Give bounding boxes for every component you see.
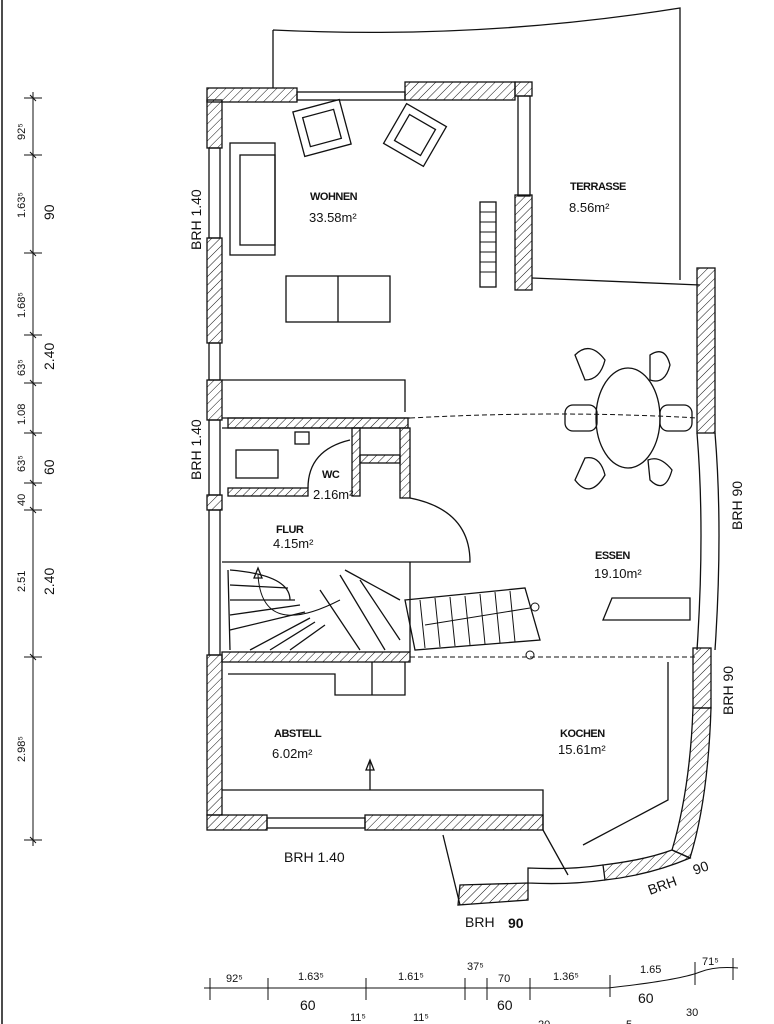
dimension-label: 92⁵ — [226, 973, 243, 985]
dimension-label: 1.63⁵ — [298, 971, 324, 983]
room-area: 19.10m² — [594, 566, 642, 581]
window-label: BRH 1.40 — [188, 419, 204, 480]
dimension-label: 20 — [538, 1019, 550, 1024]
room-area: 33.58m² — [309, 210, 357, 225]
terrace-outline — [272, 7, 701, 286]
window-label: BRH 90 — [729, 481, 745, 530]
dimension-label: 2.51 — [16, 571, 28, 592]
dimension-label: 30 — [686, 1007, 698, 1019]
window-label: BRH — [646, 873, 679, 898]
room-essen: ESSEN 19.10m² — [594, 550, 642, 581]
dimension-label: 63⁵ — [16, 359, 28, 376]
outer-walls — [206, 81, 720, 906]
dimension-label: 1.08 — [16, 404, 28, 425]
window-label-value: 90 — [508, 915, 524, 931]
room-abstell: ABSTELL 6.02m² — [272, 728, 323, 761]
dimension-label: 37⁵ — [467, 961, 484, 973]
dimension-label: 11⁵ — [350, 1012, 366, 1024]
room-name: WOHNEN — [310, 191, 358, 203]
dimension-label: 1.61⁵ — [398, 971, 424, 983]
dimension-label: 70 — [498, 973, 510, 985]
left-dimension-chain: 92⁵ 1.63⁵ 1.68⁵ 63⁵ 1.08 63⁵ 40 2.51 2.9… — [16, 92, 57, 846]
furniture — [229, 98, 693, 490]
dimension-label: 11⁵ — [413, 1012, 429, 1024]
dimension-label: 92⁵ — [16, 123, 28, 140]
room-area: 6.02m² — [272, 746, 313, 761]
dimension-label: 60 — [497, 997, 513, 1013]
room-kochen: KOCHEN 15.61m² — [558, 728, 606, 757]
dimension-label: 40 — [16, 494, 28, 506]
room-name: ESSEN — [595, 550, 630, 562]
interior-walls — [221, 379, 698, 846]
room-area: 2.16m² — [313, 487, 354, 502]
dimension-label: 60 — [638, 990, 654, 1006]
room-name: ABSTELL — [274, 728, 322, 740]
dimension-label: 1.65 — [640, 964, 661, 976]
dimension-label: 1.63⁵ — [16, 192, 28, 218]
window-label: BRH 90 — [720, 666, 736, 715]
dimension-label: 60 — [300, 997, 316, 1013]
dimension-label: 63⁵ — [16, 455, 28, 472]
window-label-value: 90 — [691, 857, 711, 877]
dimension-label: 71⁵ — [702, 956, 719, 968]
dimension-label: 1.36⁵ — [553, 971, 579, 983]
room-name: WC — [322, 469, 340, 481]
dimension-label: 1.68⁵ — [16, 292, 28, 318]
window-label: BRH 1.40 — [188, 189, 204, 250]
room-flur: FLUR 4.15m² — [273, 524, 314, 551]
room-area: 8.56m² — [569, 200, 610, 215]
staircase — [227, 566, 541, 660]
dimension-label: 90 — [41, 204, 57, 220]
room-area: 4.15m² — [273, 536, 314, 551]
dimension-label: 2.40 — [41, 343, 57, 370]
room-name: KOCHEN — [560, 728, 605, 740]
room-name: TERRASSE — [570, 181, 626, 193]
dimension-label: 5 — [626, 1019, 632, 1024]
room-area: 15.61m² — [558, 742, 606, 757]
room-name: FLUR — [276, 524, 304, 536]
window-label: BRH 1.40 — [284, 849, 345, 865]
bottom-dimension-chain: 92⁵ 1.63⁵ 1.61⁵ 37⁵ 70 1.36⁵ 1.65 71⁵ 60… — [204, 956, 739, 1024]
room-wohnen: WOHNEN 33.58m² — [309, 191, 358, 225]
window-label: BRH — [465, 914, 495, 930]
dimension-label: 60 — [41, 459, 57, 475]
room-terrasse: TERRASSE 8.56m² — [569, 181, 627, 215]
dimension-label: 2.98⁵ — [16, 736, 28, 762]
room-wc: WC 2.16m² — [313, 469, 354, 502]
dimension-label: 2.40 — [41, 568, 57, 595]
